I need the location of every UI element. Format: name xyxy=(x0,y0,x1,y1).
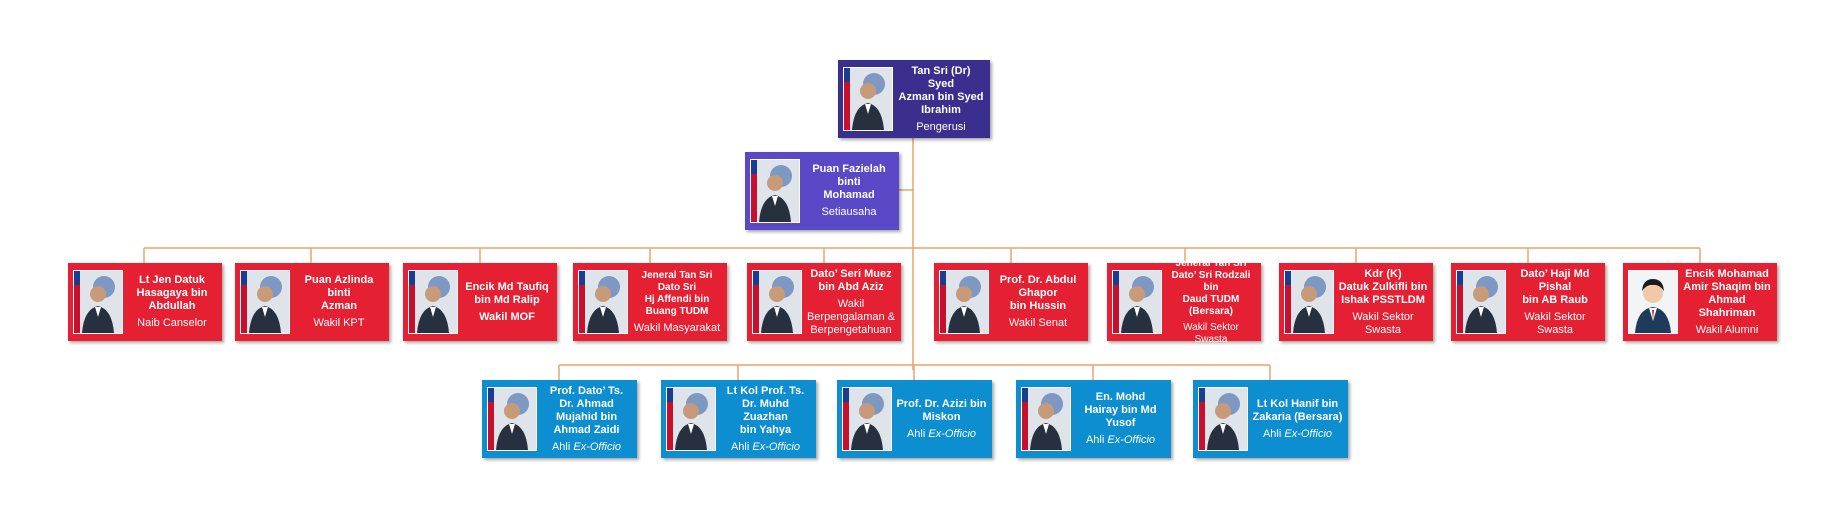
member-role: Wakil Masyarakat xyxy=(633,321,721,334)
person-portrait-icon xyxy=(750,159,800,223)
member-box-8: Kdr (K) Datuk Zulkifli bin Ishak PSSTLDM… xyxy=(1279,263,1433,341)
person-portrait-icon xyxy=(1456,270,1506,334)
member-name: Prof. Dato’ Ts. Dr. Ahmad Mujahid bin Ah… xyxy=(549,384,624,436)
member-name: Prof. Dr. Abdul Ghapor bin Hussin xyxy=(999,274,1077,312)
member-role: Ahli Ex-Officio xyxy=(552,441,621,454)
person-portrait-icon xyxy=(666,387,716,451)
member-role: Wakil Sektor Swasta xyxy=(1352,310,1414,336)
member-role: Wakil Berpengalaman & Berpengetahuan xyxy=(806,297,896,336)
role-suffix: Ex-Officio xyxy=(573,440,622,453)
member-role: Ahli Ex-Officio xyxy=(907,428,976,441)
member-role: Naib Canselor xyxy=(137,317,207,329)
member-role: Wakil Senat xyxy=(1008,317,1068,329)
member-name: Kdr (K) Datuk Zulkifli bin Ishak PSSTLDM xyxy=(1338,267,1428,306)
member-role: Wakil KPT xyxy=(313,317,365,329)
person-portrait-icon xyxy=(1112,270,1162,334)
role-prefix: Ahli xyxy=(1262,427,1285,440)
person-portrait-icon xyxy=(240,270,290,334)
person-portrait-icon xyxy=(408,270,458,334)
chair-box: Tan Sri (Dr) Syed Azman bin Syed Ibrahim… xyxy=(838,60,990,138)
member-name: Lt Jen Datuk Hasagaya bin Abdullah xyxy=(136,274,208,312)
role-suffix: Ex-Officio xyxy=(928,427,977,440)
role-suffix: Ex-Officio xyxy=(1107,434,1156,446)
person-portrait-icon xyxy=(1198,387,1248,451)
role-suffix: Ex-Officio xyxy=(1284,427,1333,440)
role-prefix: Ahli xyxy=(1085,434,1108,446)
member-name: Lt Kol Hanif bin Zakaria (Bersara) xyxy=(1252,397,1343,423)
member-box-7: Jeneral Tan Sri Dato’ Sri Rodzali bin Da… xyxy=(1107,258,1261,345)
member-role: Ahli Ex-Officio xyxy=(731,441,800,454)
member-name: Dato’ Haji Md Pishal bin AB Raub xyxy=(1520,267,1590,306)
member-name: Encik Md Taufiq bin Md Ralip xyxy=(465,280,549,306)
member-name: Jeneral Tan Sri Dato Sri Hj Affendi bin … xyxy=(641,269,713,317)
member-name: En. Mohd Hairay bin Md Yusof xyxy=(1084,391,1157,429)
member-name: Dato’ Seri Muez bin Abd Aziz xyxy=(810,267,892,293)
member-role: Wakil MOF xyxy=(479,310,535,323)
member-role: Wakil Sektor Swasta xyxy=(1183,322,1239,345)
exofficio-box-5: Lt Kol Hanif bin Zakaria (Bersara) Ahli E… xyxy=(1193,380,1348,458)
role-prefix: Ahli xyxy=(906,427,929,440)
exofficio-box-1: Prof. Dato’ Ts. Dr. Ahmad Mujahid bin Ah… xyxy=(482,380,637,458)
member-box-4: Jeneral Tan Sri Dato Sri Hj Affendi bin … xyxy=(573,263,727,341)
member-role: Setiausaha xyxy=(821,206,877,218)
member-name: Encik Mohamad Amir Shaqim bin Ahmad Shah… xyxy=(1683,267,1771,319)
role-suffix: Ex-Officio xyxy=(752,440,801,453)
member-name: Puan Fazielah binti Mohamad xyxy=(812,163,886,201)
person-portrait-icon xyxy=(1284,270,1334,334)
person-portrait-icon xyxy=(578,270,628,334)
member-role: Wakil Sektor Swasta xyxy=(1524,310,1586,336)
person-portrait-icon xyxy=(487,387,537,451)
person-portrait-icon xyxy=(939,270,989,334)
member-role: Ahli Ex-Officio xyxy=(1086,434,1155,447)
member-name: Puan Azlinda binti Azman xyxy=(304,274,374,312)
member-role: Wakil Alumni xyxy=(1695,323,1759,336)
member-name: Tan Sri (Dr) Syed Azman bin Syed Ibrahim xyxy=(898,64,984,116)
person-portrait-icon xyxy=(1021,387,1071,451)
avatar-placeholder-icon xyxy=(1628,270,1678,334)
person-portrait-icon xyxy=(843,67,893,131)
role-prefix: Ahli xyxy=(730,440,753,453)
person-portrait-icon xyxy=(752,270,802,334)
exofficio-box-2: Lt Kol Prof. Ts. Dr. Muhd Zuazhan bin Ya… xyxy=(661,380,816,458)
member-name: Prof. Dr. Azizi bin Miskon xyxy=(896,397,987,423)
person-portrait-icon xyxy=(73,270,123,334)
role-prefix: Ahli xyxy=(551,440,574,453)
member-name: Jeneral Tan Sri Dato’ Sri Rodzali bin Da… xyxy=(1171,258,1251,317)
member-role: Pengerusi xyxy=(916,120,966,133)
member-role: Ahli Ex-Officio xyxy=(1263,428,1332,441)
member-box-10: Encik Mohamad Amir Shaqim bin Ahmad Shah… xyxy=(1623,263,1777,341)
member-name: Lt Kol Prof. Ts. Dr. Muhd Zuazhan bin Ya… xyxy=(726,384,805,436)
person-portrait-icon xyxy=(842,387,892,451)
